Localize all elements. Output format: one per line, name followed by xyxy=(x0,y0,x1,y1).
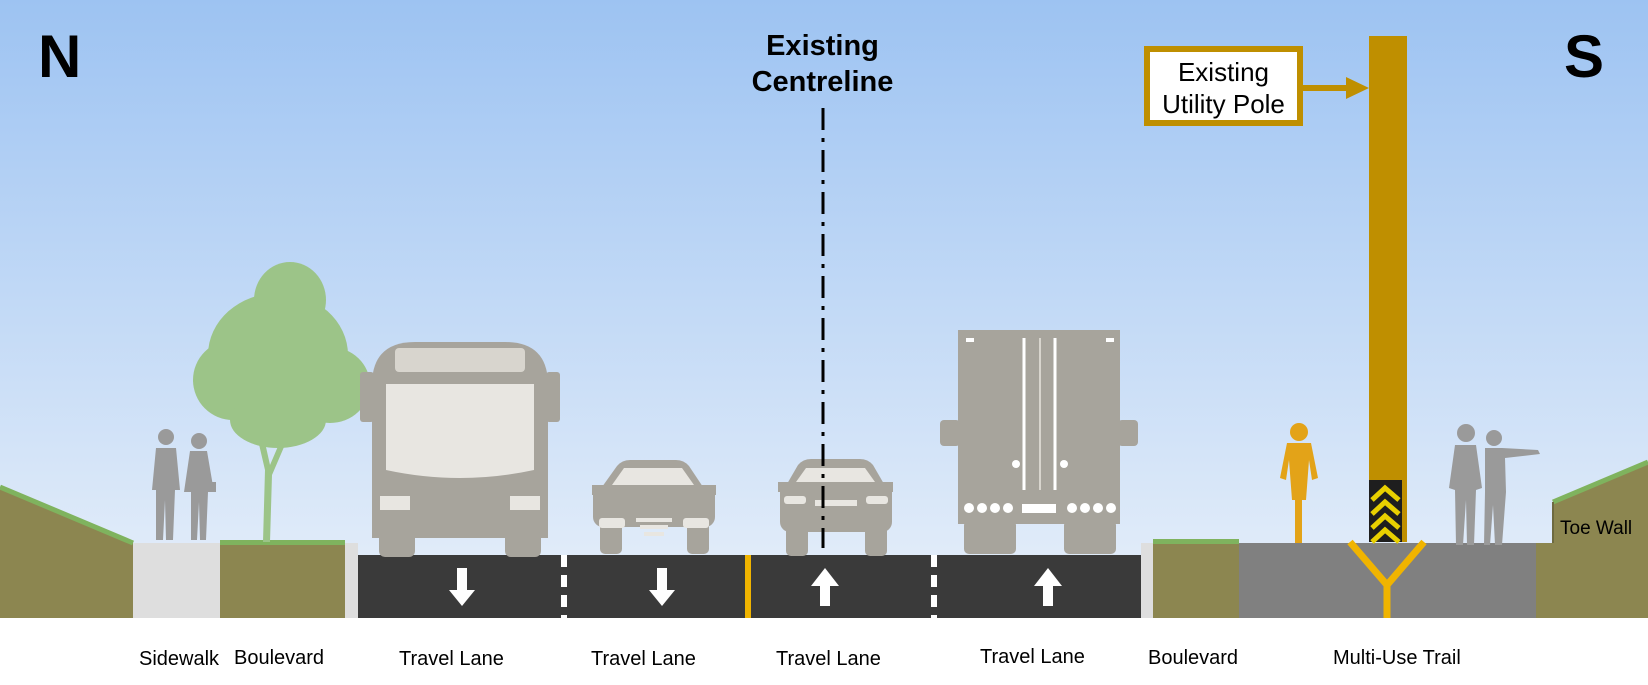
utility-pole xyxy=(1369,36,1407,542)
lane2-arrow-down-icon xyxy=(649,568,675,606)
label-sidewalk: Sidewalk xyxy=(139,648,220,670)
truck xyxy=(940,330,1138,554)
right-boulevard-surface xyxy=(1153,543,1239,618)
toe-wall-label: Toe Wall xyxy=(1560,518,1633,539)
centreline-label-line1: Existing xyxy=(766,30,879,62)
centre-line-yellow xyxy=(745,555,751,618)
left-boulevard-grass xyxy=(220,540,345,545)
utility-pole-callout: Existing Utility Pole xyxy=(1144,46,1303,126)
car-lane-3 xyxy=(778,459,893,556)
utility-pole-label-line2: Utility Pole xyxy=(1162,89,1285,119)
label-travel-lane-2: Travel Lane xyxy=(591,648,696,670)
lane3-arrow-up-icon xyxy=(811,568,839,606)
label-travel-lane-4: Travel Lane xyxy=(980,646,1085,668)
left-embankment xyxy=(0,487,133,618)
label-multi-use-trail: Multi-Use Trail xyxy=(1333,647,1461,669)
left-boulevard-surface xyxy=(220,543,345,618)
label-travel-lane-3: Travel Lane xyxy=(776,648,881,670)
ground-base xyxy=(0,618,1648,685)
direction-north: N xyxy=(38,23,82,90)
bus xyxy=(360,342,560,557)
lane4-arrow-up-icon xyxy=(1034,568,1062,606)
label-boulevard-left: Boulevard xyxy=(234,647,325,669)
car-lane-2 xyxy=(592,460,716,554)
utility-pole-label-line1: Existing xyxy=(1177,57,1270,87)
centreline-label: Existing Centreline xyxy=(700,28,945,100)
right-boulevard-grass xyxy=(1153,539,1239,544)
pole-base xyxy=(1347,539,1427,618)
right-curb xyxy=(1141,543,1153,618)
left-embankment-grass xyxy=(0,484,134,546)
pedestrians-left xyxy=(152,429,216,540)
sidewalk-surface xyxy=(133,543,220,618)
pole-hazard-marker xyxy=(1369,480,1402,544)
label-boulevard-right: Boulevard xyxy=(1148,647,1239,669)
right-embankment-grass xyxy=(1552,459,1648,505)
pole-callout-arrow xyxy=(1303,77,1369,99)
left-curb xyxy=(345,543,358,618)
direction-south: S xyxy=(1564,23,1605,90)
pedestrians-right xyxy=(1449,424,1540,545)
label-travel-lane-1: Travel Lane xyxy=(399,648,504,670)
centreline-label-line2: Centreline xyxy=(751,66,894,98)
cyclist xyxy=(1280,423,1318,543)
lane1-arrow-down-icon xyxy=(449,568,475,606)
tree xyxy=(193,262,370,542)
right-embankment xyxy=(1536,462,1648,618)
